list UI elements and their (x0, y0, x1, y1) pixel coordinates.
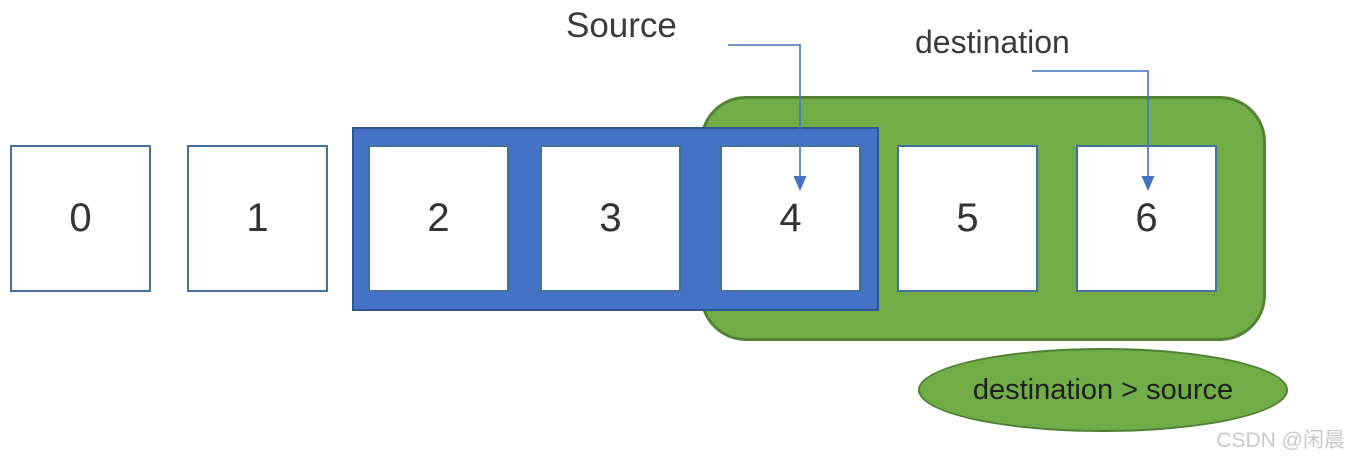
source-label: Source (566, 6, 677, 45)
array-cell-2: 2 (368, 145, 509, 292)
array-cell-6: 6 (1076, 145, 1217, 292)
conclusion-text: destination > source (972, 373, 1234, 406)
array-cell-4: 4 (720, 145, 861, 292)
watermark-text: CSDN @闲晨 (1216, 429, 1345, 452)
array-cell-3: 3 (540, 145, 681, 292)
conclusion-ellipse: destination > source (918, 348, 1288, 432)
array-cell-0: 0 (10, 145, 151, 292)
destination-label: destination (915, 24, 1070, 60)
array-cell-5: 5 (897, 145, 1038, 292)
array-cell-1: 1 (187, 145, 328, 292)
